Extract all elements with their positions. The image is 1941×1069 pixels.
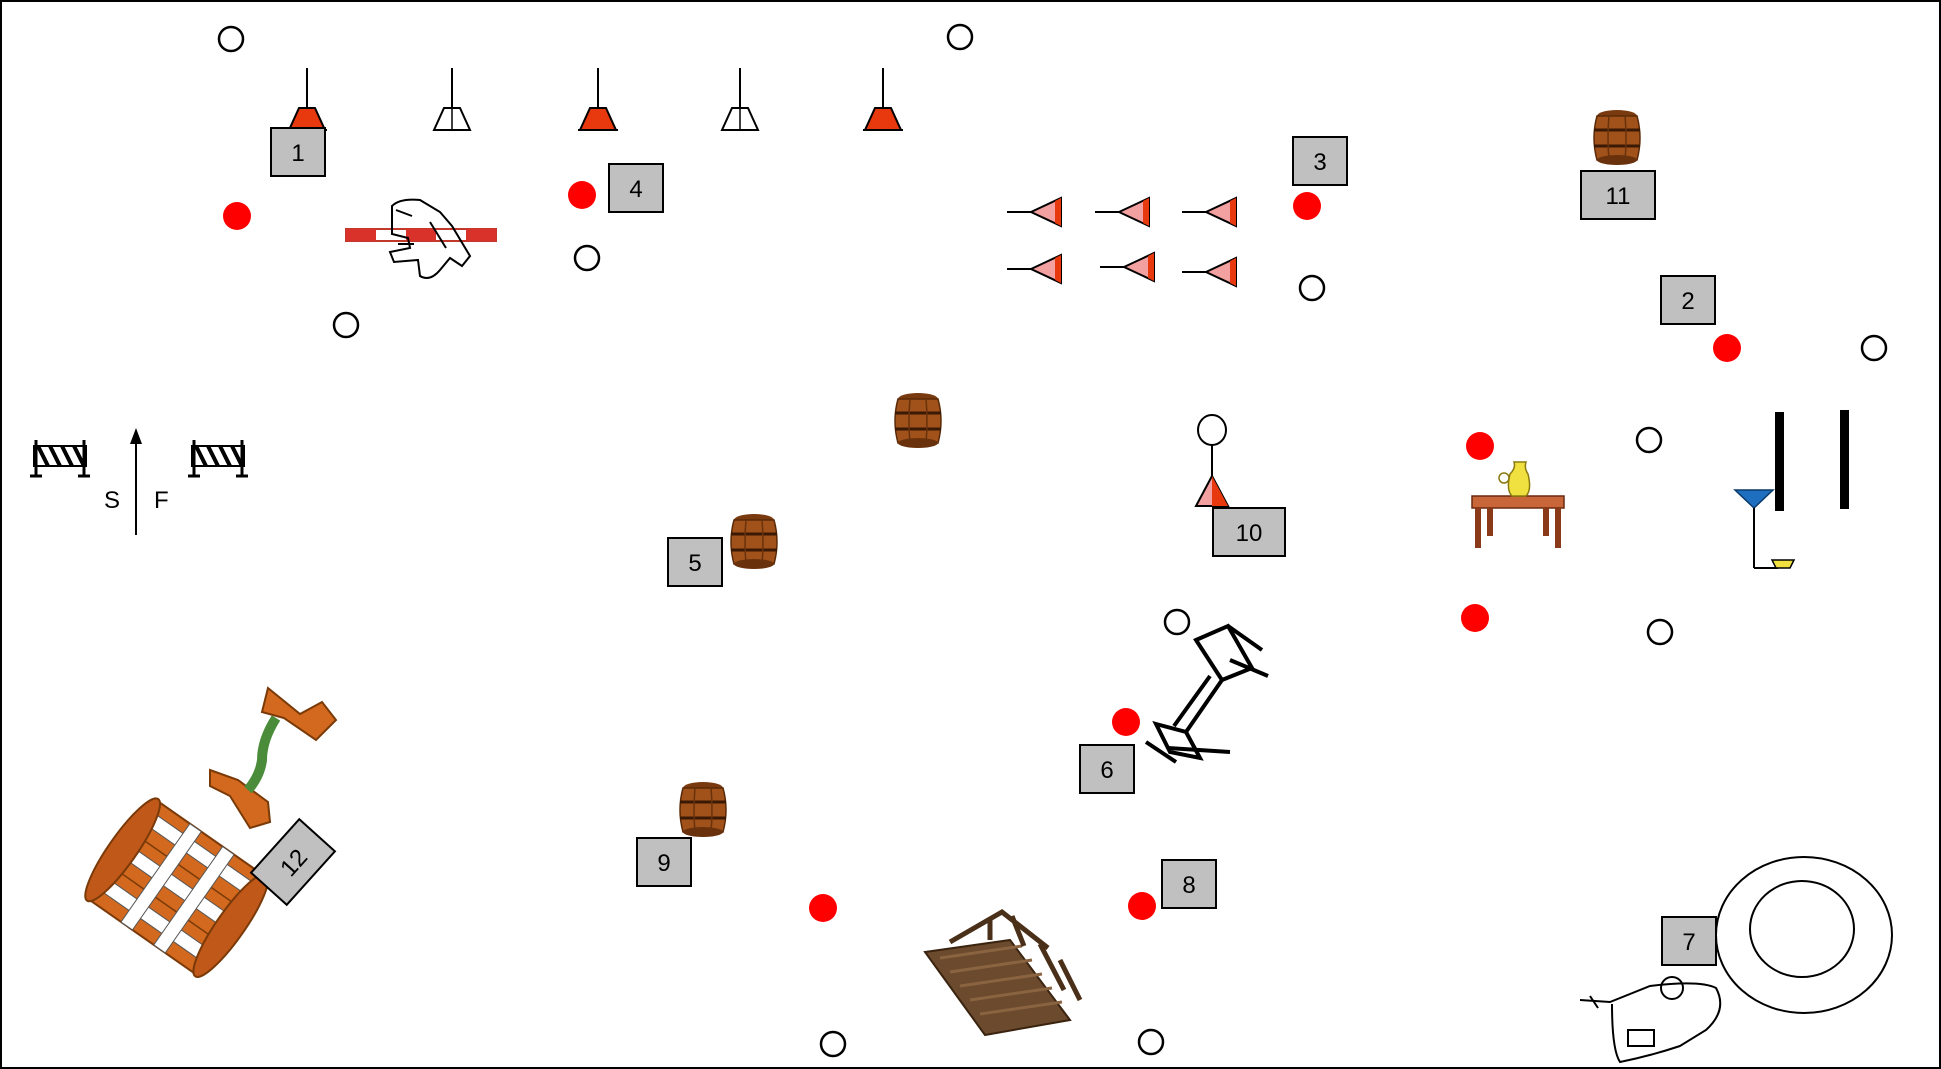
obstacle-number-2: 2	[1661, 276, 1715, 324]
svg-text:2: 2	[1681, 288, 1694, 315]
obstacle-number-8: 8	[1162, 860, 1216, 908]
exit-marker	[1637, 428, 1661, 452]
entry-marker	[1293, 192, 1321, 220]
barrel-icon	[731, 514, 777, 569]
exit-marker	[575, 246, 599, 270]
entry-marker	[1713, 334, 1741, 362]
entry-marker	[1128, 892, 1156, 920]
obstacle-number-11: 11	[1581, 171, 1655, 219]
obstacle-number-9: 9	[637, 838, 691, 886]
bucket-icon	[1772, 560, 1794, 568]
svg-text:8: 8	[1182, 872, 1195, 899]
obstacle-number-7: 7	[1662, 917, 1716, 965]
start-label: S	[104, 487, 120, 514]
exit-marker	[948, 25, 972, 49]
svg-text:10: 10	[1236, 520, 1263, 547]
exit-marker	[1165, 610, 1189, 634]
entry-marker	[1466, 432, 1494, 460]
svg-text:1: 1	[291, 140, 304, 167]
exit-marker	[821, 1032, 845, 1056]
svg-text:5: 5	[688, 550, 701, 577]
finish-label: F	[154, 487, 169, 514]
svg-text:3: 3	[1313, 149, 1326, 176]
svg-text:11: 11	[1606, 183, 1631, 210]
barrel-icon	[1594, 110, 1640, 165]
obstacle-number-6: 6	[1080, 745, 1134, 793]
svg-text:9: 9	[657, 850, 670, 877]
exit-marker	[219, 27, 243, 51]
barrel-icon	[895, 393, 941, 448]
svg-text:7: 7	[1682, 929, 1695, 956]
obstacle-number-4: 4	[609, 164, 663, 212]
entry-marker	[223, 202, 251, 230]
svg-text:6: 6	[1100, 757, 1113, 784]
exit-marker	[1300, 276, 1324, 300]
exit-marker	[1139, 1030, 1163, 1054]
entry-marker	[809, 894, 837, 922]
svg-text:4: 4	[629, 176, 642, 203]
exit-marker	[1862, 336, 1886, 360]
obstacle-number-5: 5	[668, 538, 722, 586]
entry-marker	[1112, 708, 1140, 736]
obstacle-number-1: 1	[271, 128, 325, 176]
obstacle-number-3: 3	[1293, 137, 1347, 185]
barrel-icon	[680, 782, 726, 837]
entry-marker	[568, 181, 596, 209]
exit-marker	[334, 313, 358, 337]
entry-marker	[1461, 604, 1489, 632]
obstacle-number-10: 10	[1213, 508, 1285, 556]
exit-marker	[1648, 620, 1672, 644]
